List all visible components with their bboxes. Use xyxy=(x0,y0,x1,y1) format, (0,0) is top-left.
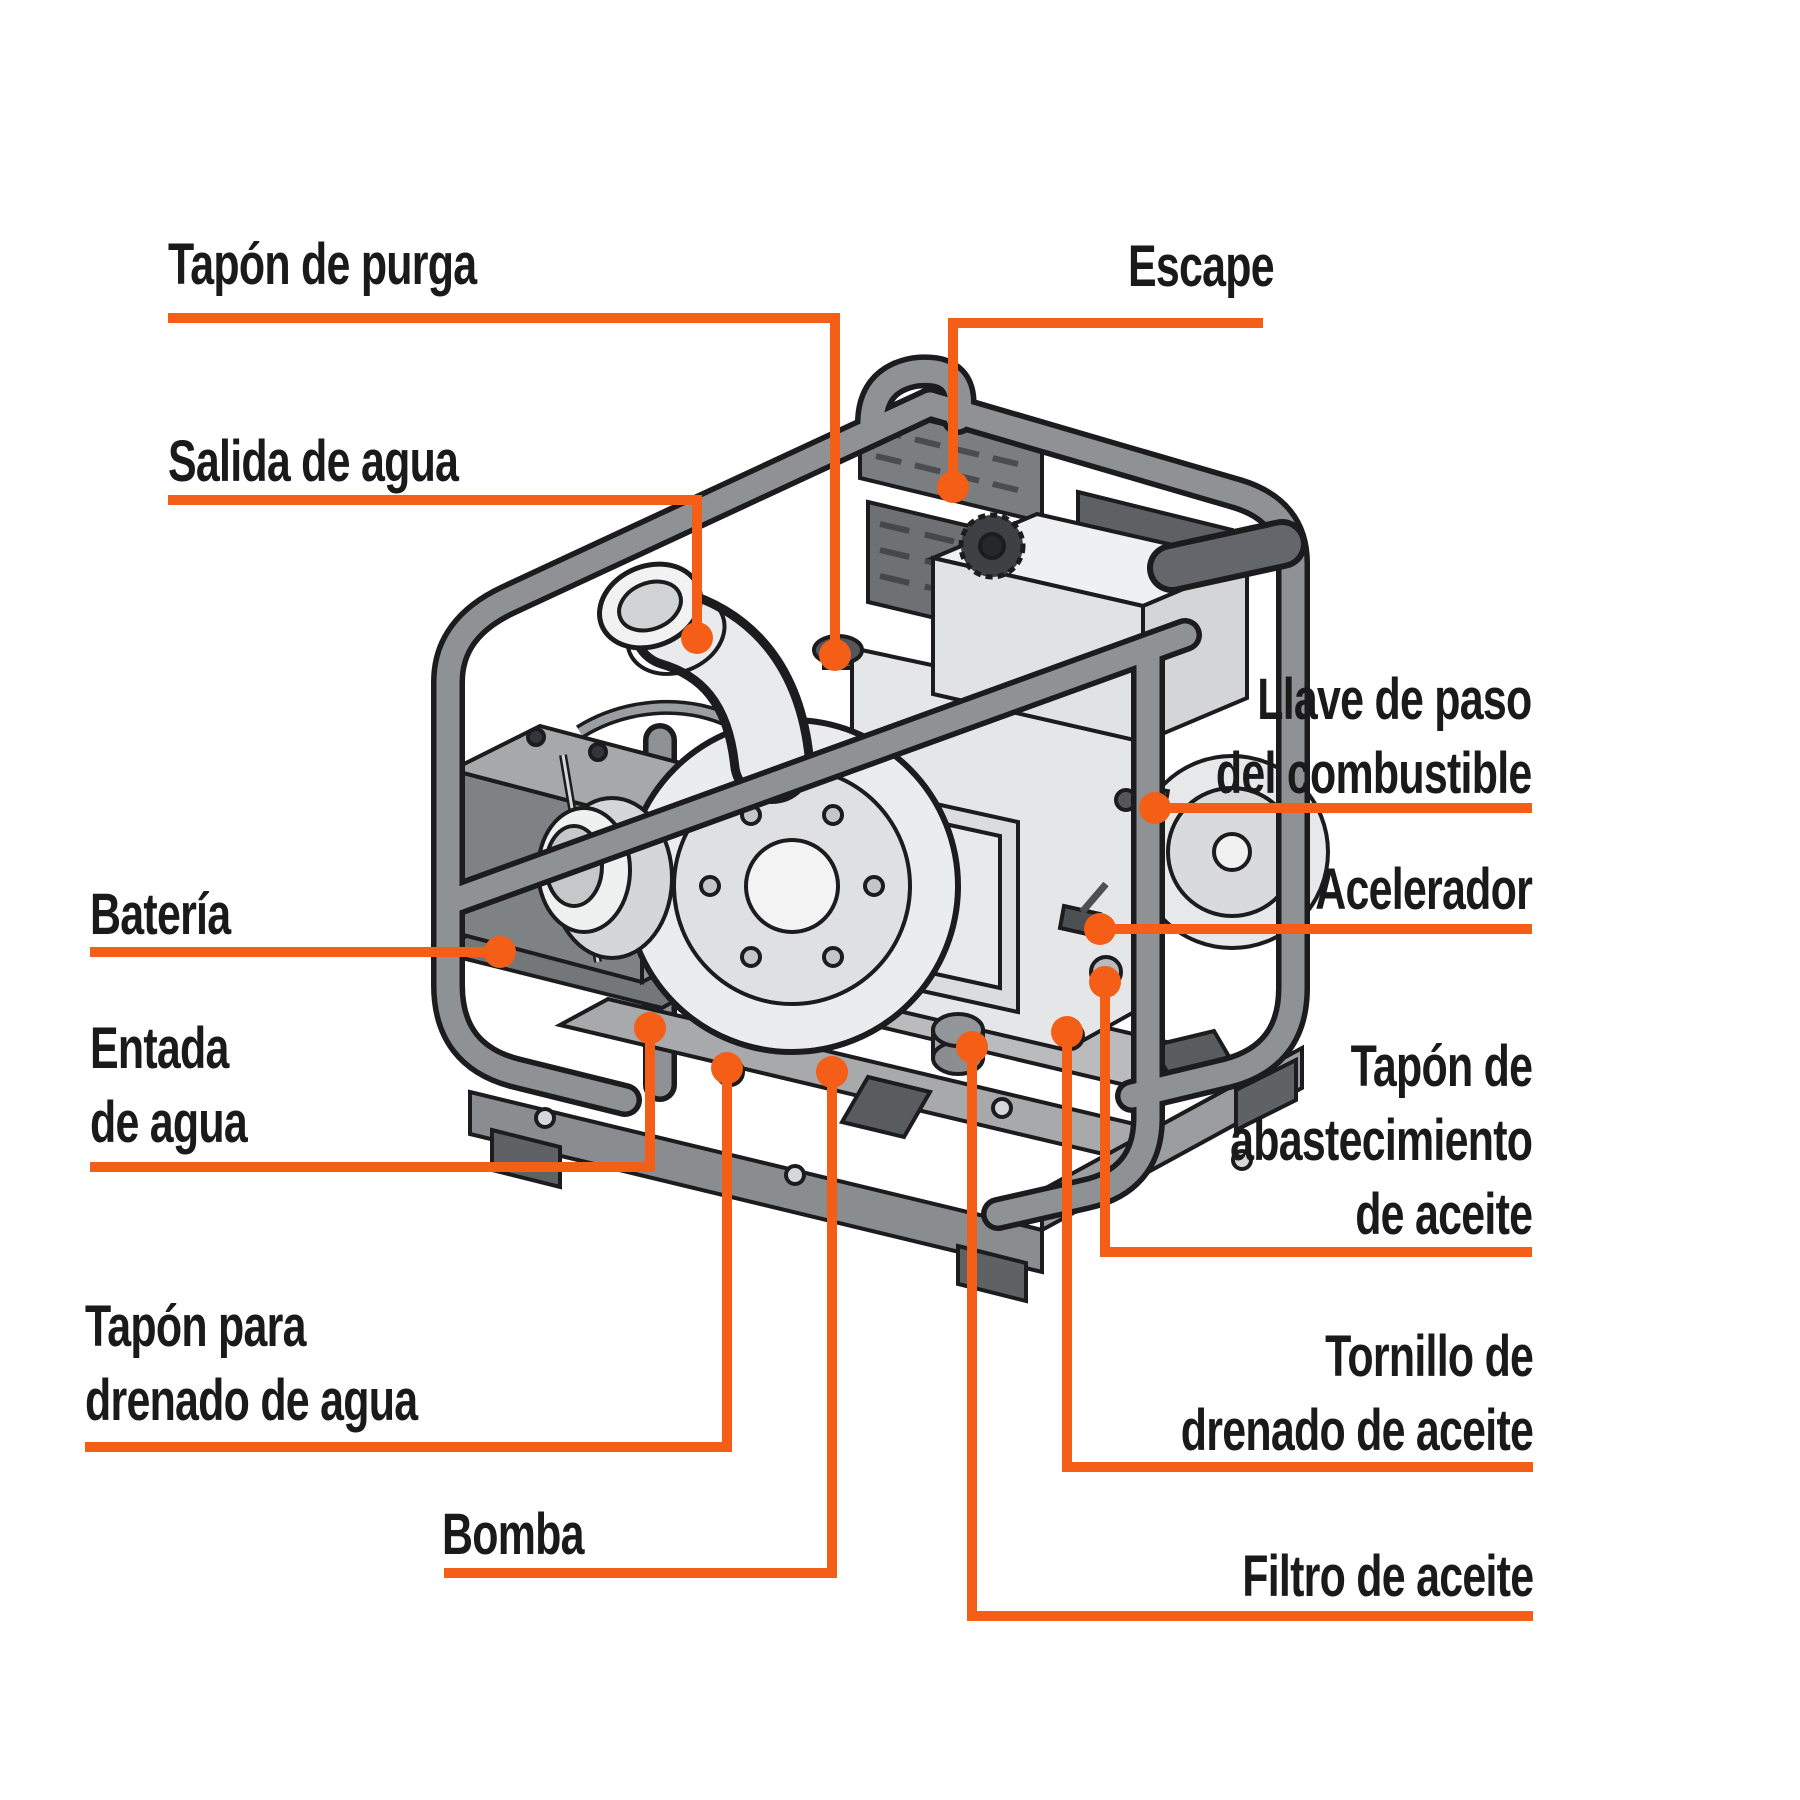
leader-line-bomba xyxy=(444,1072,837,1578)
frame-cage xyxy=(431,354,1310,1231)
dot-tapon-drenado-agua xyxy=(711,1052,743,1084)
leader-line-tapon-drenado-agua xyxy=(85,1068,732,1452)
dot-llave-combustible xyxy=(1139,792,1171,824)
dot-acelerador xyxy=(1084,913,1116,945)
fuel-cap xyxy=(958,512,1026,580)
leader-line-filtro-aceite xyxy=(967,1047,1533,1621)
leader-line-escape xyxy=(948,318,1263,487)
machine xyxy=(431,354,1330,1304)
dot-tornillo-drenado-aceite xyxy=(1051,1016,1083,1048)
dot-filtro-aceite xyxy=(956,1031,988,1063)
dot-escape xyxy=(937,471,969,503)
dot-tapon-abastecimiento-aceite xyxy=(1089,966,1121,998)
dot-entada-agua xyxy=(634,1012,666,1044)
handle-grip xyxy=(1147,519,1307,593)
dot-salida-agua xyxy=(681,622,713,654)
dot-tapon-purga xyxy=(819,639,851,671)
leader-line-salida-agua xyxy=(168,495,702,638)
dot-bomba xyxy=(816,1056,848,1088)
callout-layer xyxy=(85,313,1533,1621)
dot-bateria xyxy=(484,936,516,968)
leader-line-tapon-purga xyxy=(168,313,840,655)
leader-line-tornillo-drenado-aceite xyxy=(1062,1032,1533,1472)
leader-line-entada-agua xyxy=(90,1028,655,1172)
leader-line-tapon-abastecimiento-aceite xyxy=(1100,982,1532,1257)
discharge-elbow xyxy=(597,561,814,804)
